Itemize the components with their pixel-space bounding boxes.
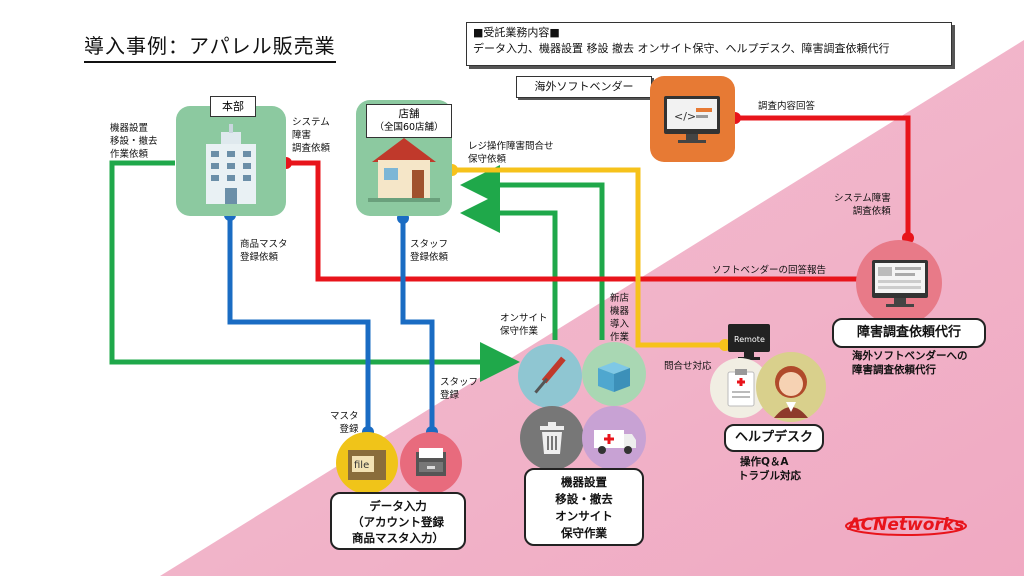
- kiki-box-line3: オンサイト: [555, 509, 613, 523]
- shogai-desc-1: 海外ソフトベンダーへの: [852, 350, 968, 362]
- label-staff-irai: スタッフ登録依頼: [410, 239, 449, 263]
- helpdesk-desc-2: トラブル対応: [738, 470, 801, 482]
- label-system: システム障害調査依頼: [292, 117, 331, 154]
- file-circle: file: [336, 432, 398, 494]
- services-text: データ入力、機器設置 移設 撤去 オンサイト保守、ヘルプデスク、障害調査依頼代行: [473, 42, 890, 55]
- file-text: file: [354, 460, 369, 471]
- svg-text:</>: </>: [674, 110, 696, 123]
- label-onsite: オンサイト保守作業: [500, 313, 548, 337]
- data-box-line1: データ入力: [369, 499, 427, 513]
- blue-line-shohin: [227, 215, 371, 432]
- green-line-honbu-kiki: [109, 160, 520, 382]
- cabinet-circle: [400, 432, 462, 494]
- ambulance-circle: [582, 406, 646, 470]
- vendor-label: 海外ソフトベンダー: [516, 76, 652, 98]
- tenpo-label: 店舗 （全国60店舗）: [366, 104, 452, 138]
- code-monitor-icon: </>: [664, 96, 720, 143]
- box-circle: [582, 342, 646, 406]
- label-reji: レジ操作障害問合せ保守依頼: [468, 141, 554, 165]
- trash-icon: [540, 422, 564, 454]
- helpdesk-box: ヘルプデスク: [724, 424, 824, 452]
- label-toiawase: 問合せ対応: [664, 361, 712, 372]
- services-heading: ■受託業務内容■: [473, 26, 560, 39]
- tenpo-title: 店舗: [398, 108, 420, 120]
- label-kiki-irai: 機器設置移設・撤去作業依頼: [110, 123, 158, 160]
- red-line-vendor: [735, 115, 911, 238]
- label-vendor-kaito: ソフトベンダーの回答報告: [712, 265, 827, 276]
- tools-circle: [518, 344, 582, 408]
- label-master-toroku: マスタ登録: [330, 411, 359, 435]
- shop-icon: [368, 138, 440, 202]
- shogai-circle: [856, 240, 942, 326]
- label-shohin: 商品マスタ登録依頼: [240, 239, 288, 263]
- kiki-box-line1: 機器設置: [561, 475, 607, 489]
- shogai-desc-2: 障害調査依頼代行: [852, 364, 936, 376]
- kiki-box-line4: 保守作業: [561, 526, 607, 540]
- remote-text: Remote: [734, 335, 765, 344]
- green-line-shinten: [460, 165, 605, 340]
- operator-circle: [756, 352, 826, 422]
- file-folder-icon: file: [348, 450, 386, 480]
- building-icon: [206, 124, 256, 204]
- blue-line-staff: [400, 218, 435, 432]
- yellow-line-reji: [452, 167, 725, 348]
- cabinet-icon: [416, 448, 446, 476]
- trash-circle: [520, 406, 584, 470]
- operator-icon: [774, 366, 808, 418]
- data-box-line3: 商品マスタ入力）: [352, 531, 444, 545]
- ambulance-icon: [594, 430, 636, 454]
- logo-text: ACNetworks: [846, 515, 964, 535]
- kiki-box: 機器設置 移設・撤去 オンサイト 保守作業: [524, 468, 644, 546]
- monitor-icon: [872, 260, 928, 307]
- label-chosa-kaito: 調査内容回答: [758, 101, 816, 112]
- red-line-system: [286, 160, 862, 282]
- label-system-shogai: システム障害調査依頼: [834, 193, 891, 217]
- clipboard-icon: [727, 369, 755, 407]
- package-icon: [598, 362, 630, 392]
- label-shinten: 新店機器導入作業: [610, 293, 630, 343]
- green-line-onsite: [460, 193, 558, 340]
- page-title: 導入事例：アパレル販売業: [84, 30, 336, 63]
- honbu-label: 本部: [210, 96, 256, 117]
- tenpo-sub: （全国60店舗）: [374, 122, 444, 133]
- kiki-box-line2: 移設・撤去: [555, 492, 613, 506]
- label-staff-toroku: スタッフ登録: [440, 377, 479, 401]
- data-box-line2: （アカウント登録: [352, 515, 444, 529]
- shogai-box: 障害調査依頼代行: [832, 318, 986, 348]
- honbu-card: [176, 106, 286, 216]
- vendor-card: </>: [650, 76, 735, 162]
- helpdesk-desc-1: 操作Q＆A: [740, 456, 789, 468]
- company-logo: ACNetworks: [842, 508, 970, 538]
- services-box: ■受託業務内容■ データ入力、機器設置 移設 撤去 オンサイト保守、ヘルプデスク…: [466, 22, 952, 66]
- screwdriver-icon: [534, 356, 566, 394]
- data-box: データ入力 （アカウント登録 商品マスタ入力）: [330, 492, 466, 550]
